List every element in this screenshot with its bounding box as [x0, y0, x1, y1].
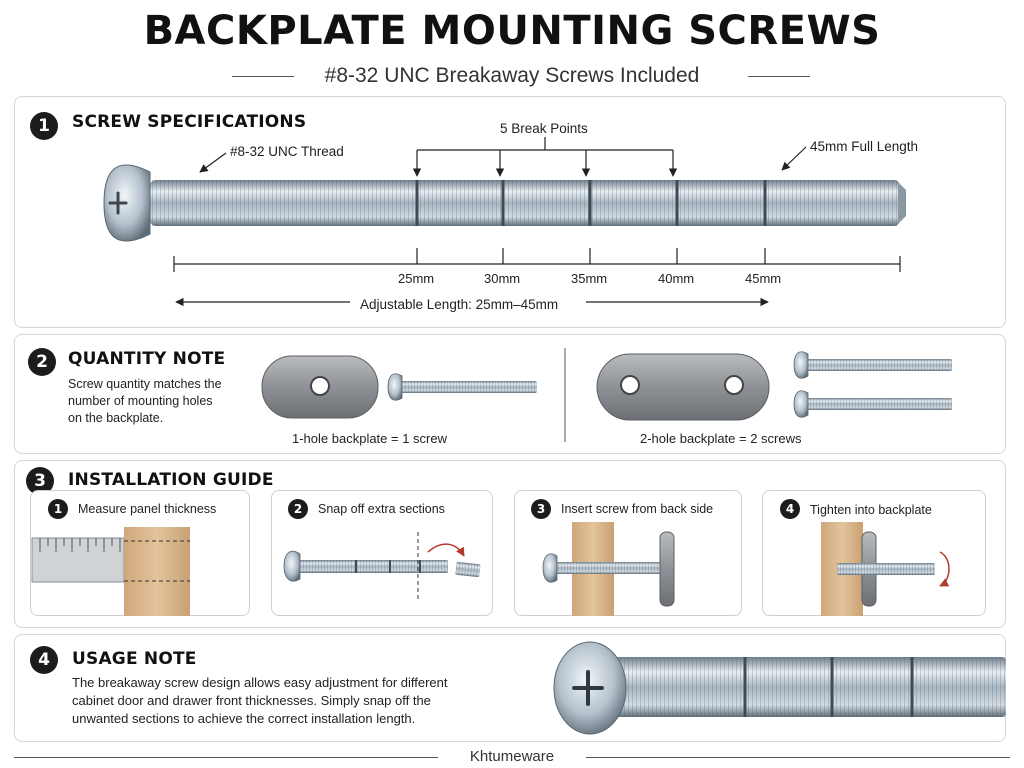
- quantity-note-panel: [14, 334, 1006, 454]
- two-hole-backplate: [596, 353, 770, 421]
- step-number-1: 1: [48, 499, 68, 519]
- backplate-hole-right: [724, 375, 744, 395]
- step-number-4: 4: [780, 499, 800, 519]
- rotate-arrow-icon: [939, 551, 950, 587]
- phillips-screw-head-icon: [108, 191, 128, 215]
- usage-description-line-2: cabinet door and drawer front thicknesse…: [72, 693, 431, 708]
- insert-screw-thread: [556, 562, 666, 574]
- page-subtitle: #8-32 UNC Breakaway Screws Included: [324, 64, 700, 87]
- usage-description-line-3: unwanted sections to achieve the correct…: [72, 711, 416, 726]
- break-points-bracket: [412, 137, 678, 177]
- footer: Khtumeware: [0, 744, 1024, 768]
- insert-backplate: [659, 531, 675, 607]
- subtitle-rule-left: [232, 76, 294, 77]
- insert-screw-head: [542, 553, 558, 583]
- section-title-specifications: SCREW SPECIFICATIONS: [72, 112, 307, 132]
- single-screw-head: [387, 373, 403, 401]
- thread-label: #8-32 UNC Thread: [230, 144, 344, 159]
- tick-label-25: 25mm: [398, 271, 435, 286]
- screw-thread-texture: [150, 180, 900, 226]
- screw-bottom-head: [793, 390, 809, 418]
- screw-tip: [898, 182, 906, 224]
- full-length-label: 45mm Full Length: [810, 139, 919, 154]
- usage-description-line-1: The breakaway screw design allows easy a…: [72, 675, 448, 690]
- snap-screw-head: [283, 550, 301, 582]
- single-screw-thread: [400, 381, 537, 393]
- adjustable-length-label: Adjustable Length: 25mm–45mm: [360, 297, 559, 312]
- rotate-arrow-icon: [427, 543, 465, 557]
- screw-bottom-thread: [806, 398, 952, 410]
- page-title: BACKPLATE MOUNTING SCREWS: [143, 8, 881, 54]
- wood-panel-1: [124, 527, 190, 616]
- quantity-diagram: [261, 348, 952, 442]
- section-title-usage: USAGE NOTE: [72, 649, 197, 669]
- brand-name: Khtumeware: [469, 748, 555, 765]
- two-hole-caption: 2-hole backplate = 2 screws: [640, 431, 802, 446]
- closeup-grooves: [743, 657, 914, 717]
- install-step-3-card: [514, 490, 742, 616]
- step-number-2: 2: [288, 499, 308, 519]
- phillips-screw-head-icon: [572, 670, 604, 706]
- section-number-1: 1: [30, 112, 58, 140]
- quantity-description-line-3: on the backplate.: [68, 411, 164, 425]
- tick-label-30: 30mm: [484, 271, 521, 286]
- step-number-3: 3: [531, 499, 551, 519]
- backplate-hole: [310, 376, 330, 396]
- usage-closeup: [553, 641, 1006, 735]
- snapped-section-thread: [455, 561, 481, 578]
- footer-rule-right: [586, 757, 1010, 758]
- closeup-thread: [600, 657, 1006, 717]
- step-label-1: Measure panel thickness: [78, 502, 217, 516]
- screw-top-head: [793, 351, 809, 379]
- full-length-leader: [781, 146, 807, 171]
- one-hole-caption: 1-hole backplate = 1 screw: [292, 431, 448, 446]
- step-label-4: Tighten into backplate: [810, 503, 932, 517]
- install-step-2-card: [271, 490, 493, 616]
- snap-screw-thread: [298, 560, 448, 573]
- section-title-installation: INSTALLATION GUIDE: [68, 470, 274, 490]
- backplate-hole-left: [620, 375, 640, 395]
- screw-top-thread: [806, 359, 952, 371]
- step-label-3: Insert screw from back side: [561, 502, 714, 516]
- quantity-description-line-2: number of mounting holes: [68, 394, 213, 408]
- footer-rule-left: [14, 757, 438, 758]
- section-number-4: 4: [30, 646, 58, 674]
- installation-diagram: [31, 522, 950, 616]
- break-grooves: [415, 180, 767, 226]
- tighten-screw-thread: [837, 563, 935, 575]
- tick-label-35: 35mm: [571, 271, 608, 286]
- snap-screw-grooves: [355, 560, 421, 573]
- subtitle-rule-right: [748, 76, 810, 77]
- screw-spec-diagram: [103, 137, 906, 307]
- quantity-description-line-1: Screw quantity matches the: [68, 377, 222, 391]
- ruler-ticks: [39, 538, 121, 552]
- break-points-label: 5 Break Points: [500, 121, 588, 136]
- section-number-2: 2: [28, 348, 56, 376]
- measurement-scale: [173, 248, 901, 272]
- step-label-2: Snap off extra sections: [318, 502, 445, 516]
- subtitle-row: #8-32 UNC Breakaway Screws Included: [0, 62, 1024, 92]
- section-title-quantity: QUANTITY NOTE: [68, 349, 226, 369]
- ruler-icon: [31, 537, 125, 583]
- tick-label-45: 45mm: [745, 271, 782, 286]
- thread-leader: [199, 152, 227, 173]
- panel-thickness-guides: [124, 540, 190, 582]
- tick-label-40: 40mm: [658, 271, 695, 286]
